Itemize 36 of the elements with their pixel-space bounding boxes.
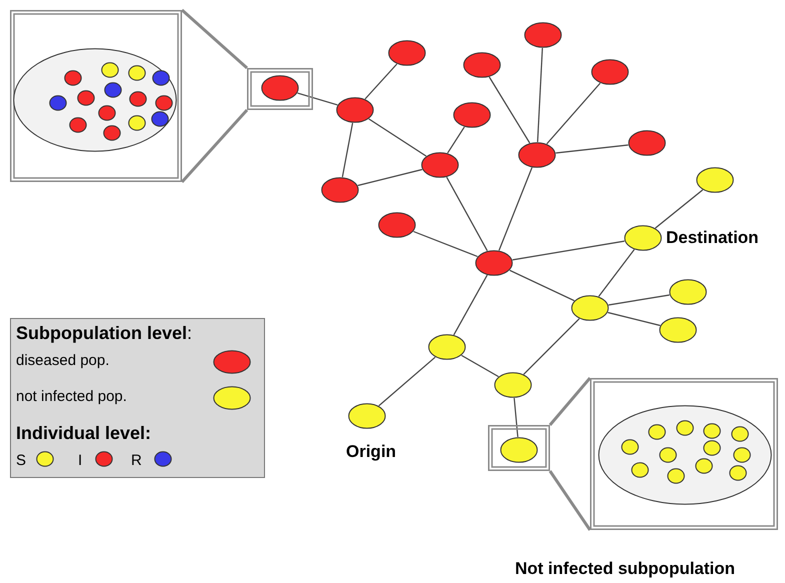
link-line bbox=[447, 126, 465, 154]
link-line bbox=[654, 189, 704, 229]
link-line bbox=[453, 274, 488, 336]
link-line bbox=[523, 318, 580, 375]
link-line bbox=[413, 230, 478, 258]
legend-heading: Subpopulation level: bbox=[16, 323, 192, 344]
link-line bbox=[358, 168, 422, 186]
node-caption: Not infected subpopulation bbox=[515, 559, 736, 579]
legend-text: diseased pop. bbox=[16, 352, 110, 369]
zoom-connector-line bbox=[180, 8, 248, 184]
node-caption: Destination bbox=[666, 228, 759, 248]
link-line bbox=[498, 167, 533, 251]
link-line bbox=[512, 240, 625, 260]
link-line bbox=[342, 122, 354, 178]
link-line bbox=[556, 144, 628, 154]
link-line bbox=[461, 354, 499, 378]
link-line bbox=[608, 294, 670, 306]
link-line bbox=[608, 312, 660, 326]
node-caption: Origin bbox=[346, 442, 396, 462]
legend-text: not infected pop. bbox=[16, 388, 127, 405]
link-line bbox=[488, 76, 530, 144]
link-line bbox=[297, 92, 338, 106]
link-line bbox=[598, 249, 635, 297]
legend-text: S bbox=[16, 452, 26, 469]
link-line bbox=[364, 64, 398, 100]
zoom-connector-line bbox=[548, 376, 592, 532]
link-line bbox=[514, 398, 518, 438]
legend-heading: Individual level: bbox=[16, 423, 152, 444]
legend-text: I bbox=[78, 452, 82, 469]
link-line bbox=[368, 118, 427, 157]
legend-text: R bbox=[131, 452, 142, 469]
link-line bbox=[546, 82, 601, 144]
link-line bbox=[509, 270, 575, 302]
link-line bbox=[446, 176, 488, 252]
link-line bbox=[378, 356, 436, 406]
link-line bbox=[537, 48, 543, 142]
